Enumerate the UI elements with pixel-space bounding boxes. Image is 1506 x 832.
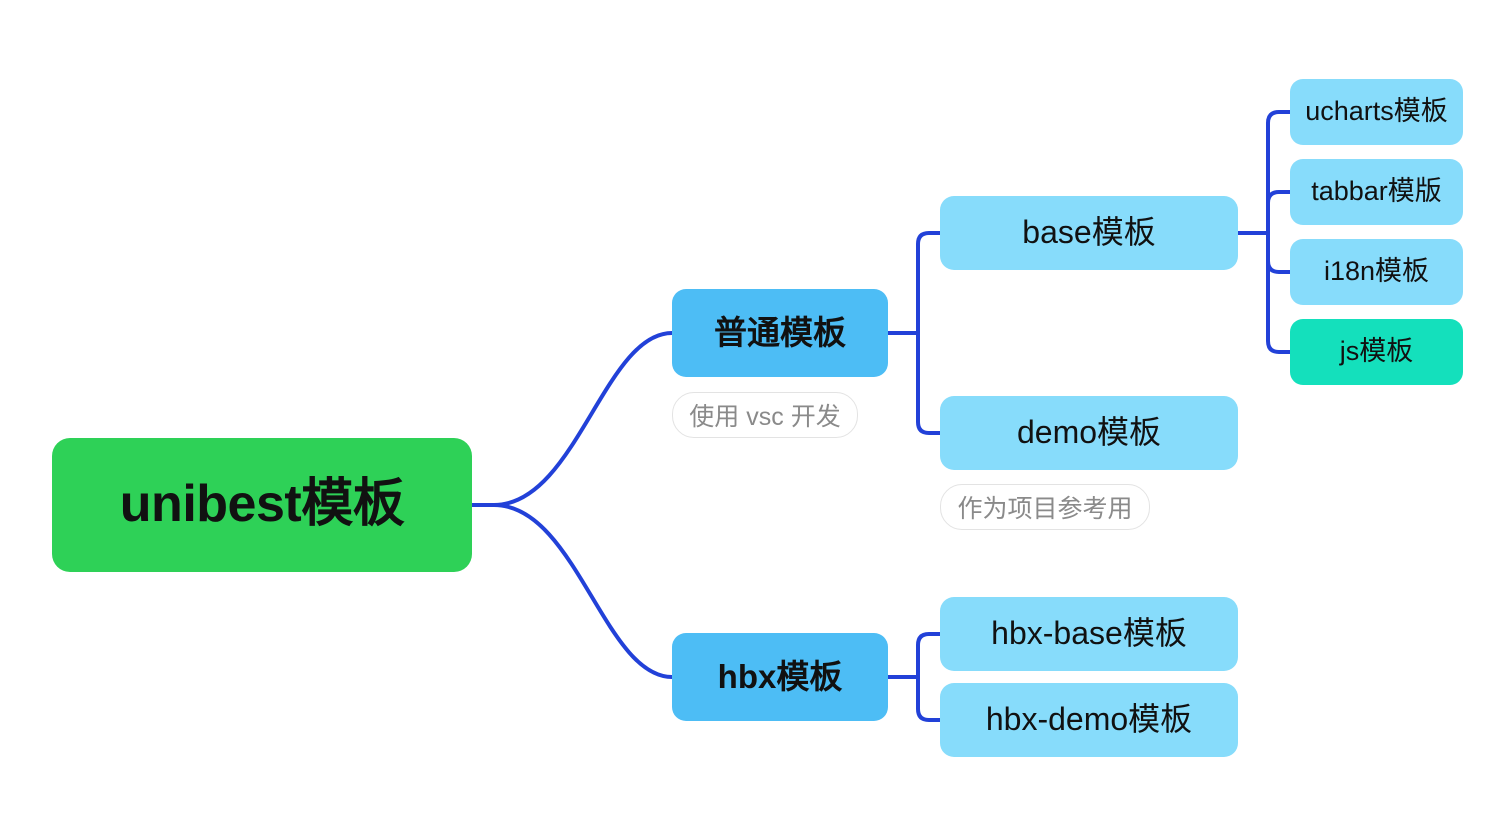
- node-label: 普通模板: [714, 313, 846, 351]
- node-label: ucharts模板: [1305, 96, 1448, 127]
- node-hbx-demo-template[interactable]: hbx-demo模板: [940, 683, 1238, 757]
- edge-root-to-hbx: [492, 503, 674, 679]
- edge-normal-to-demo: [916, 331, 942, 435]
- node-label: hbx-base模板: [991, 615, 1187, 652]
- edge-base-to-js: [1266, 231, 1292, 354]
- node-label: demo模板: [1016, 414, 1162, 451]
- node-hbx-base-template[interactable]: hbx-base模板: [940, 597, 1238, 671]
- note-label: 使用 vsc 开发: [689, 403, 841, 431]
- note-label: 作为项目参考用: [957, 495, 1133, 523]
- node-js-template[interactable]: js模板: [1290, 319, 1463, 385]
- node-label: hbx模板: [717, 657, 843, 695]
- edge-hbx-to-hbx-base: [916, 632, 942, 679]
- node-label: base模板: [1022, 214, 1156, 251]
- edge-root-to-normal: [492, 331, 674, 507]
- node-ucharts-template[interactable]: ucharts模板: [1290, 79, 1463, 145]
- node-label: hbx-demo模板: [985, 701, 1193, 738]
- node-label: i18n模板: [1323, 256, 1430, 287]
- node-label: tabbar模版: [1311, 176, 1442, 207]
- edge-hbx-to-hbx-demo: [916, 675, 942, 722]
- note-normal-template: 使用 vsc 开发: [672, 392, 858, 438]
- edge-base-to-tabbar: [1266, 190, 1292, 235]
- node-root[interactable]: unibest模板: [52, 438, 472, 572]
- node-demo-template[interactable]: demo模板: [940, 396, 1238, 470]
- note-demo-template: 作为项目参考用: [940, 484, 1150, 530]
- node-i18n-template[interactable]: i18n模板: [1290, 239, 1463, 305]
- node-label: js模板: [1339, 336, 1414, 367]
- node-base-template[interactable]: base模板: [940, 196, 1238, 270]
- node-tabbar-template[interactable]: tabbar模版: [1290, 159, 1463, 225]
- edge-base-to-i18n: [1266, 231, 1292, 274]
- edge-base-to-ucharts: [1266, 110, 1292, 235]
- node-normal-template[interactable]: 普通模板: [672, 289, 888, 377]
- node-root-label: unibest模板: [119, 475, 405, 534]
- edge-normal-to-base: [916, 231, 942, 335]
- node-hbx-template[interactable]: hbx模板: [672, 633, 888, 721]
